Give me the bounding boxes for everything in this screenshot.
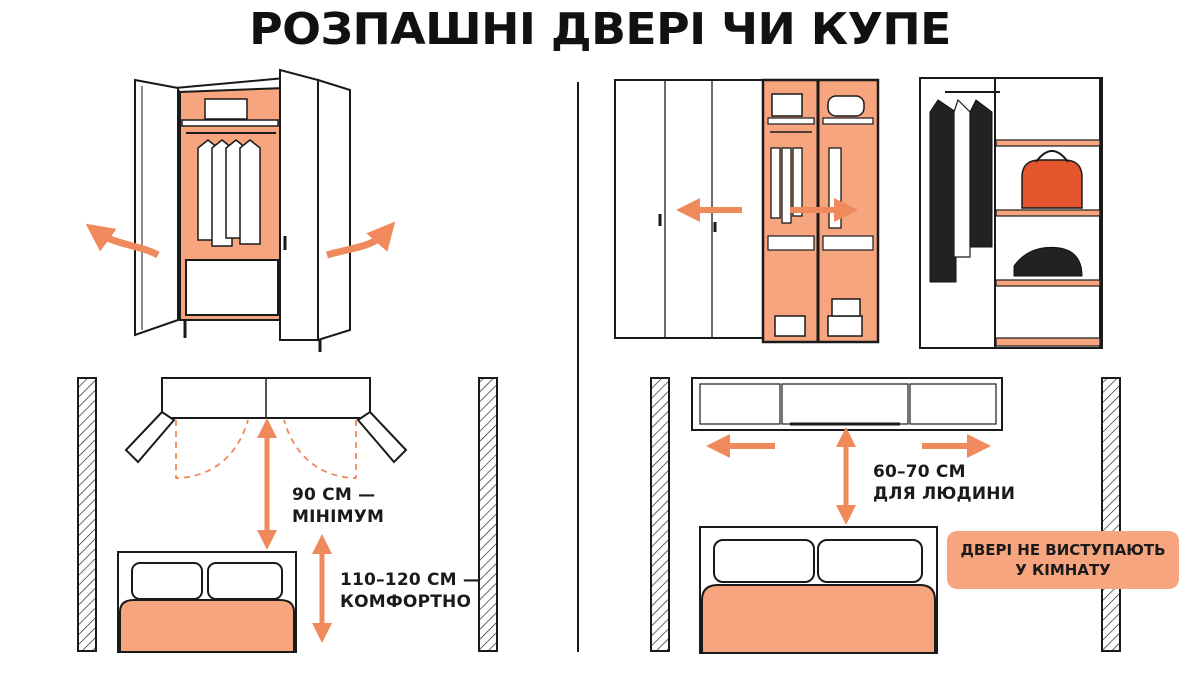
open-rack-illustration	[919, 77, 1103, 349]
comfort-clearance-line1: 110–120 СМ —	[340, 570, 481, 590]
doors-not-protrude-badge: ДВЕРІ НЕ ВИСТУПАЮТЬ У КІМНАТУ	[947, 531, 1179, 589]
right-bed	[699, 526, 938, 654]
sliding-clearance-line1: 60–70 СМ	[873, 462, 966, 482]
right-wall-a	[650, 377, 670, 652]
min-clearance-label: 90 СМ — МІНІМУМ	[292, 484, 384, 528]
left-wall-b	[478, 377, 498, 652]
badge-line1: ДВЕРІ НЕ ВИСТУПАЮТЬ	[960, 541, 1166, 559]
left-bed	[117, 534, 332, 653]
right-wall-b	[1101, 377, 1121, 652]
comfort-clearance-label: 110–120 СМ — КОМФОРТНО	[340, 569, 480, 613]
sliding-clearance-label: 60–70 СМ ДЛЯ ЛЮДИНИ	[873, 461, 1015, 505]
hinged-wardrobe-plan	[124, 377, 408, 550]
comfort-clearance-line2: КОМФОРТНО	[340, 592, 472, 612]
sliding-wardrobe-plan	[691, 377, 1003, 525]
min-clearance-line1: 90 СМ —	[292, 485, 376, 505]
page-title: РОЗПАШНІ ДВЕРІ ЧИ КУПЕ	[249, 4, 951, 55]
left-wall-a	[77, 377, 97, 652]
hinged-wardrobe-illustration	[85, 68, 396, 352]
badge-line2: У КІМНАТУ	[1015, 561, 1111, 579]
sliding-wardrobe-illustration	[614, 78, 880, 344]
sliding-clearance-line2: ДЛЯ ЛЮДИНИ	[873, 484, 1016, 504]
min-clearance-line2: МІНІМУМ	[292, 507, 385, 527]
